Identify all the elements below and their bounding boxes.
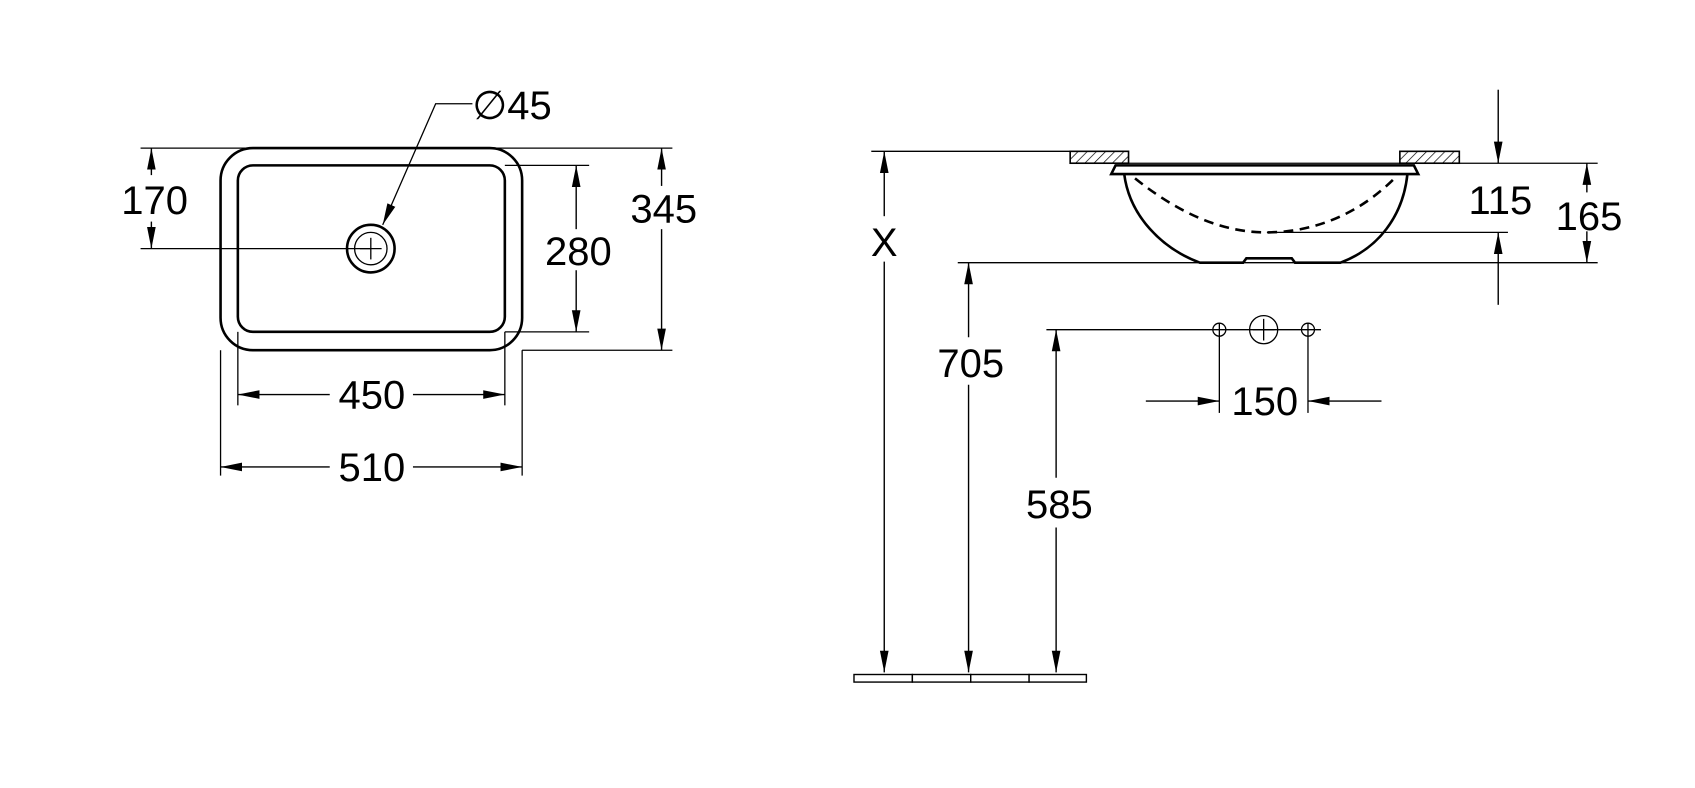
dim-drain-offset: 170 bbox=[121, 179, 188, 223]
basin-bowl bbox=[1122, 173, 1409, 264]
floor bbox=[853, 673, 1088, 683]
dim-height-x: X bbox=[871, 221, 898, 265]
dim-bowl-inner-depth: 115 bbox=[1469, 179, 1533, 223]
dim-inner-width: 450 bbox=[339, 374, 406, 418]
top-view: 170 280 345 450 510 ∅45 bbox=[121, 84, 697, 490]
dim-bowl-outer-depth: 165 bbox=[1556, 195, 1623, 239]
dim-inner-depth: 280 bbox=[545, 230, 612, 274]
basin-rim bbox=[1109, 164, 1421, 176]
countertop-right bbox=[1399, 150, 1461, 165]
dim-outer-width: 510 bbox=[339, 446, 406, 490]
dim-tap-spacing: 150 bbox=[1231, 380, 1298, 424]
countertop-left bbox=[1069, 150, 1130, 165]
tap-hole-center-icon bbox=[1248, 314, 1279, 345]
dim-tap-height: 585 bbox=[1026, 483, 1093, 527]
dim-basin-bottom-height: 705 bbox=[937, 342, 1004, 386]
dim-drain-diameter: ∅45 bbox=[472, 84, 551, 128]
dim-outer-depth: 345 bbox=[630, 188, 697, 232]
basin-inner-dashed bbox=[1134, 177, 1396, 234]
side-view: 115 165 X 705 585 150 bbox=[853, 89, 1623, 683]
